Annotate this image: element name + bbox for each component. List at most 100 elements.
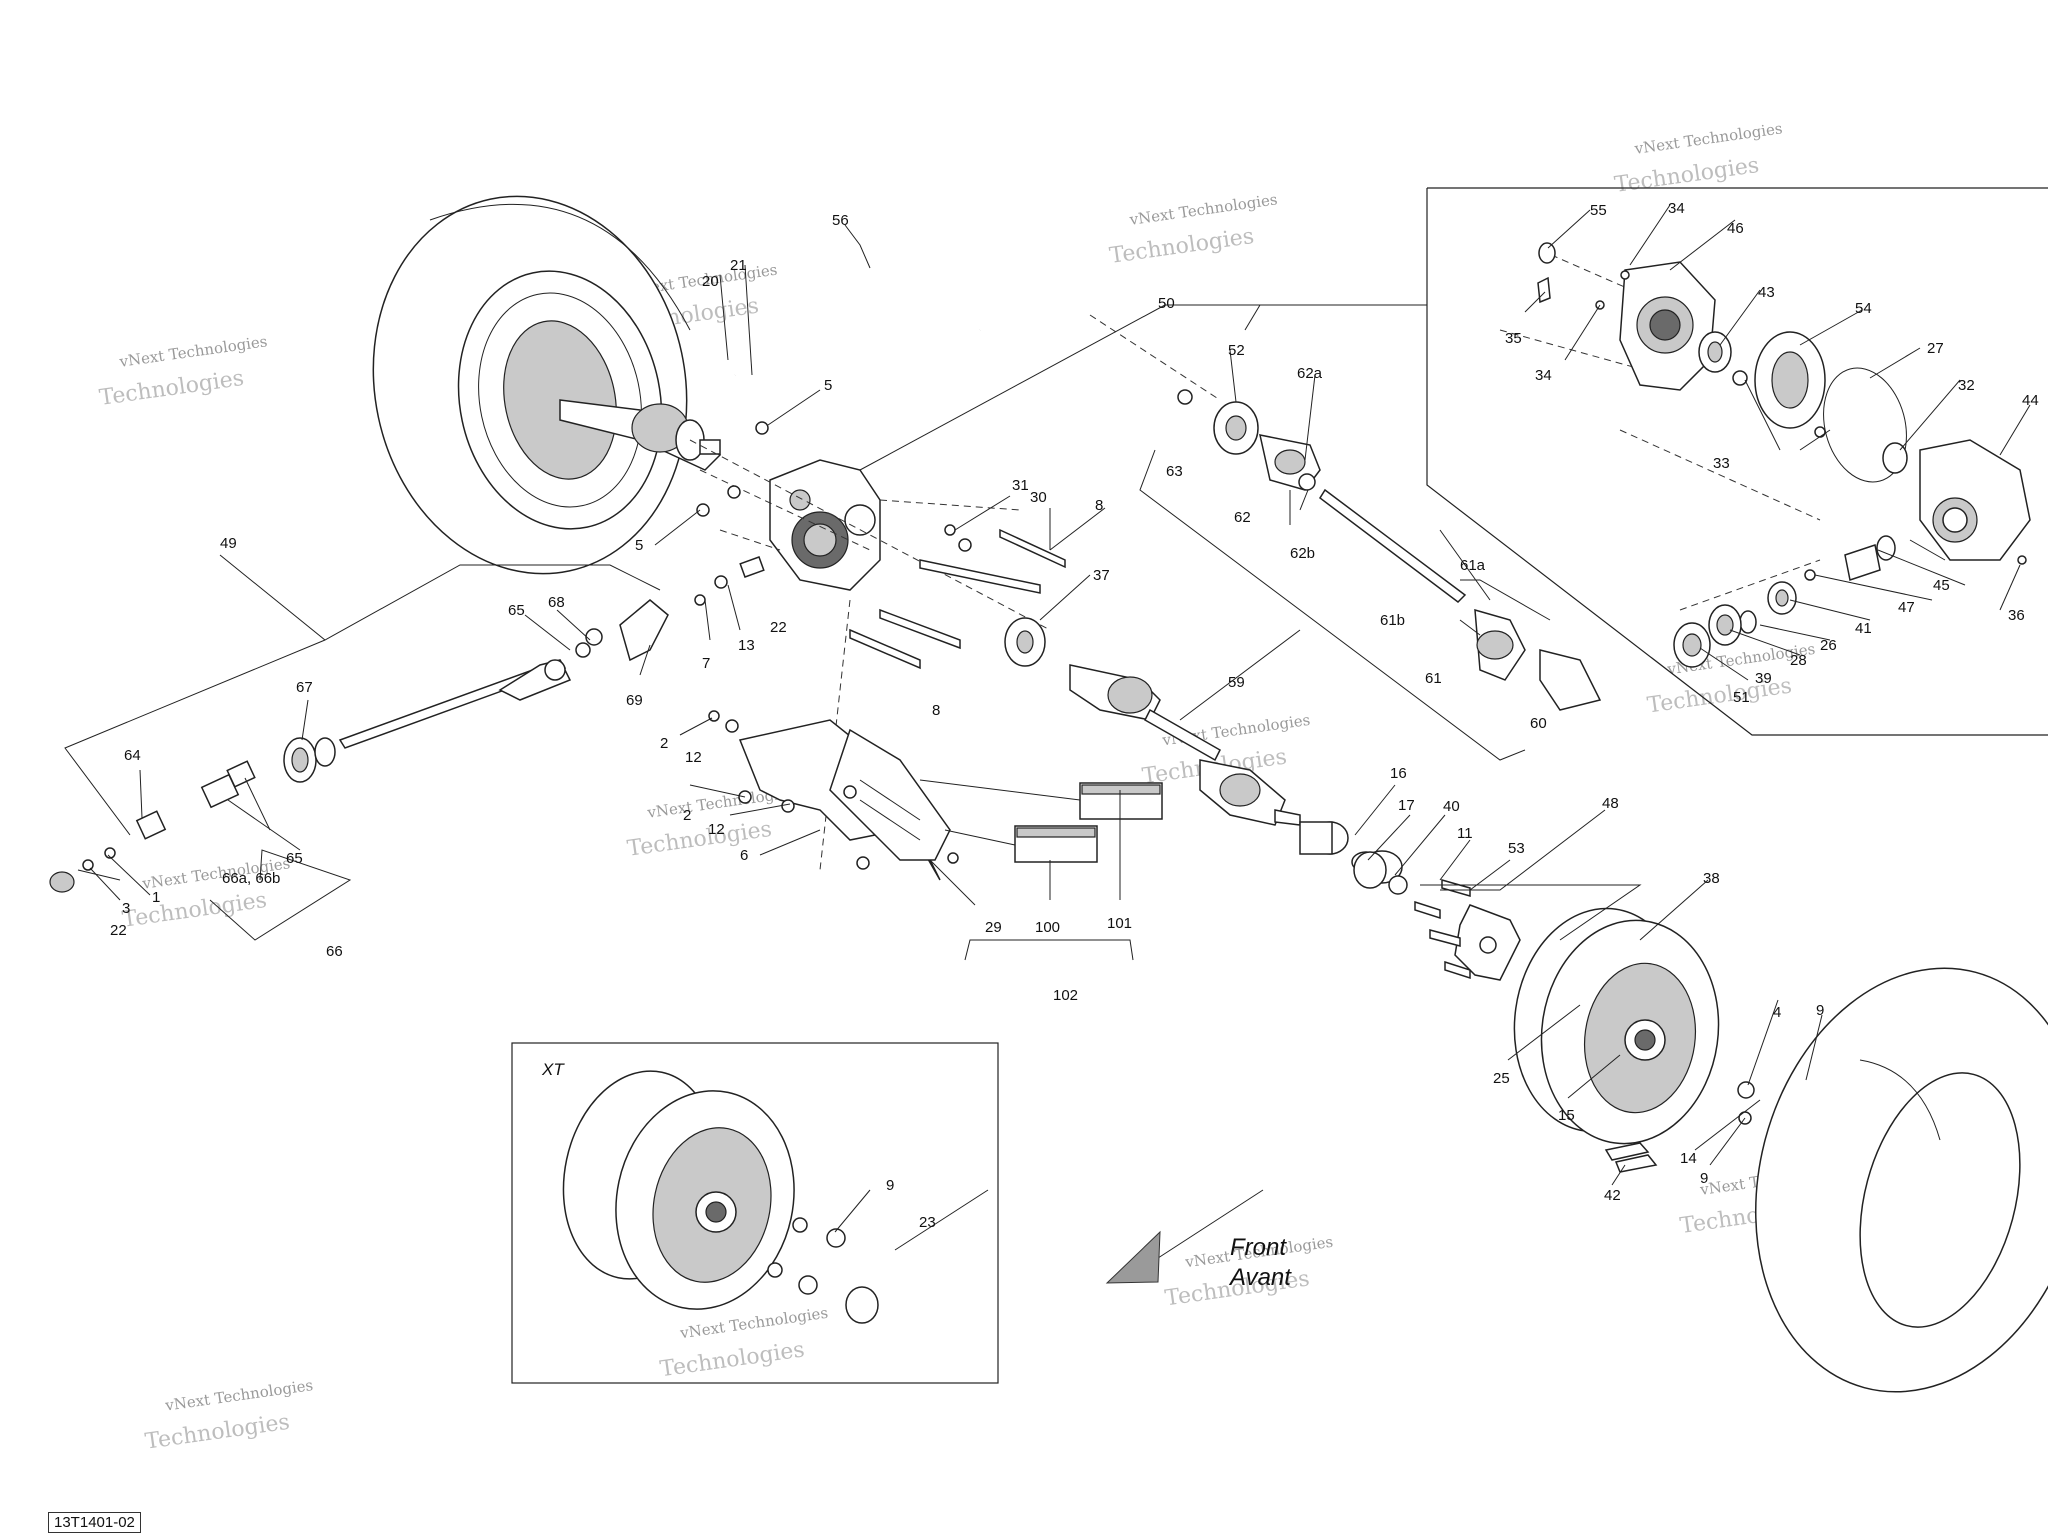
fasteners-diff	[694, 421, 1066, 670]
differential-detail-box	[1426, 187, 2048, 736]
label-4: 4	[1773, 1004, 1781, 1021]
label-13: 13	[738, 637, 755, 654]
label-50: 50	[1158, 295, 1175, 312]
label-45: 45	[1933, 577, 1950, 594]
label-21: 21	[730, 257, 747, 274]
label-23: 23	[919, 1214, 936, 1231]
part-labels: 56 20 21 5 5 50 49 31 30 8 37 65 68 7 13…	[110, 200, 2039, 1231]
label-26: 26	[1820, 637, 1837, 654]
label-43: 43	[1758, 284, 1775, 301]
cv-driveshaft-right	[1069, 664, 1408, 895]
label-42: 42	[1604, 1187, 1621, 1204]
label-61b: 61b	[1380, 612, 1405, 629]
watermark-small: vNext Technologies	[163, 1376, 314, 1415]
label-1: 1	[152, 889, 160, 906]
label-25: 25	[1493, 1070, 1510, 1087]
label-49: 49	[220, 535, 237, 552]
washer-37-hole	[1016, 630, 1034, 654]
watermark-large: Technologies	[659, 1337, 807, 1382]
label-3: 3	[122, 900, 130, 917]
label-66ab: 66a, 66b	[222, 870, 280, 887]
label-64: 64	[124, 747, 141, 764]
label-46: 46	[1727, 220, 1744, 237]
label-14: 14	[1680, 1150, 1697, 1167]
label-39: 39	[1755, 670, 1772, 687]
label-63: 63	[1166, 463, 1183, 480]
front-direction-arrow: Front Avant	[1105, 1189, 1292, 1291]
label-9a: 9	[1816, 1002, 1824, 1019]
leader-lines	[64, 204, 2031, 1251]
label-102: 102	[1053, 987, 1078, 1004]
label-30: 30	[1030, 489, 1047, 506]
label-62a: 62a	[1297, 365, 1323, 382]
cv-joint-outer	[1177, 389, 1602, 711]
label-54: 54	[1855, 300, 1872, 317]
label-68: 68	[548, 594, 565, 611]
label-60: 60	[1530, 715, 1547, 732]
label-47: 47	[1898, 599, 1915, 616]
label-8a: 8	[1095, 497, 1103, 514]
label-31: 31	[1012, 477, 1029, 494]
label-2b: 2	[683, 807, 691, 824]
label-36: 36	[2008, 607, 2025, 624]
label-8b: 8	[932, 702, 940, 719]
label-11: 11	[1457, 825, 1473, 842]
label-12b: 12	[708, 821, 725, 838]
label-62: 62	[1234, 509, 1251, 526]
label-2a: 2	[660, 735, 668, 752]
label-67: 67	[296, 679, 313, 696]
watermark-small: vNext Technologies	[117, 332, 268, 371]
inset-title: XT	[541, 1060, 565, 1079]
watermark-large: Technologies	[98, 366, 246, 411]
diagram-code: 13T1401-02	[48, 1512, 141, 1533]
label-17: 17	[1398, 797, 1415, 814]
label-101: 101	[1107, 915, 1132, 932]
label-6: 6	[740, 847, 748, 864]
watermark-large: Technologies	[121, 888, 269, 933]
label-51: 51	[1733, 689, 1750, 706]
label-65b: 65	[286, 850, 303, 867]
label-65a: 65	[508, 602, 525, 619]
label-28: 28	[1790, 652, 1807, 669]
xt-inset	[511, 1042, 999, 1384]
label-41: 41	[1855, 620, 1872, 637]
label-35: 35	[1505, 330, 1522, 347]
label-5a: 5	[824, 377, 832, 394]
label-7: 7	[702, 655, 710, 672]
rear-differential	[769, 459, 881, 591]
label-29: 29	[985, 919, 1002, 936]
brake-line	[733, 220, 1022, 376]
label-34a: 34	[1668, 200, 1685, 217]
watermark-small: vNext Technologies	[1633, 119, 1784, 158]
drive-shaft-left	[559, 399, 722, 471]
label-16: 16	[1390, 765, 1407, 782]
rear-wheel-rim-right	[1513, 907, 1720, 1145]
skid-plate	[708, 710, 959, 881]
label-9c: 9	[886, 1177, 894, 1194]
label-59: 59	[1228, 674, 1245, 691]
label-40: 40	[1443, 798, 1460, 815]
label-66: 66	[326, 943, 343, 960]
label-62b: 62b	[1290, 545, 1315, 562]
label-44: 44	[2022, 392, 2039, 409]
label-100: 100	[1035, 919, 1060, 936]
label-12a: 12	[685, 749, 702, 766]
label-22a: 22	[770, 619, 787, 636]
label-61: 61	[1425, 670, 1442, 687]
watermark-large: Technologies	[144, 1410, 292, 1455]
hub-flange	[1414, 879, 1521, 981]
avant-label: Avant	[1228, 1264, 1292, 1291]
label-32: 32	[1958, 377, 1975, 394]
label-52: 52	[1228, 342, 1245, 359]
label-22b: 22	[110, 922, 127, 939]
label-33: 33	[1713, 455, 1730, 472]
label-5b: 5	[635, 537, 643, 554]
label-37: 37	[1093, 567, 1110, 584]
label-38: 38	[1703, 870, 1720, 887]
label-9b: 9	[1700, 1170, 1708, 1187]
label-55: 55	[1590, 202, 1607, 219]
label-34b: 34	[1535, 367, 1552, 384]
watermark-small: vNext Technologies	[1128, 190, 1279, 229]
watermark-large: Technologies	[626, 817, 774, 862]
